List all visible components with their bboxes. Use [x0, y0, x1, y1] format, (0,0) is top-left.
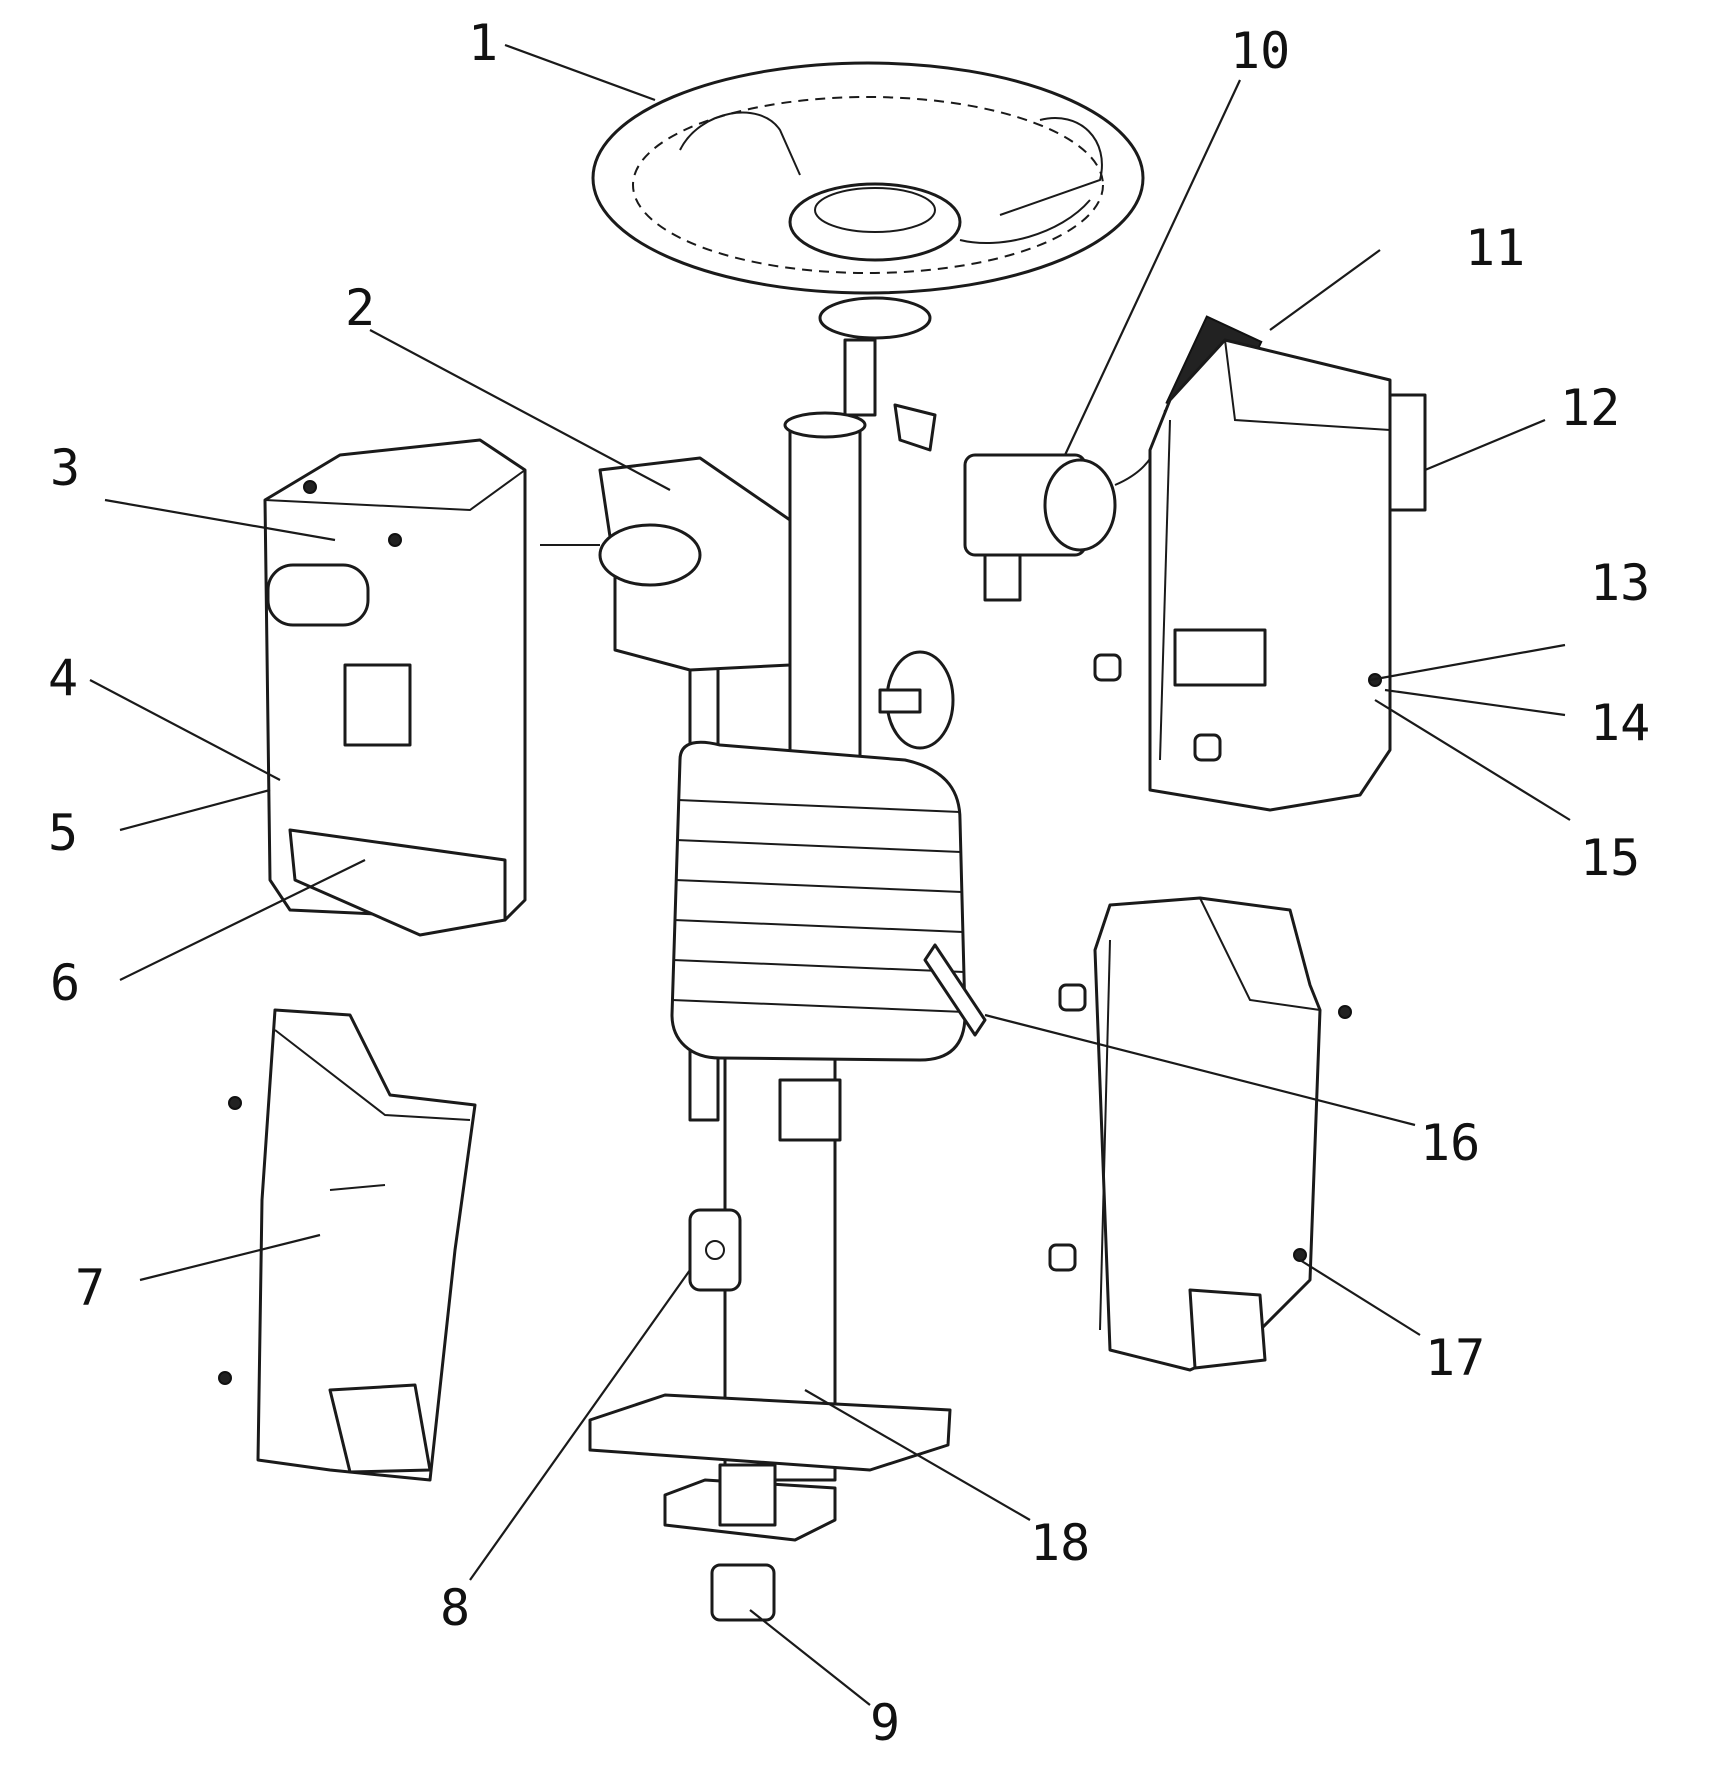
hub-disc	[878, 650, 955, 750]
callout-7: 7	[75, 1259, 105, 1317]
callout-1: 1	[468, 14, 498, 72]
callout-3: 3	[50, 439, 80, 497]
steering-wheel	[591, 61, 1145, 417]
callout-17: 17	[1425, 1329, 1485, 1387]
callout-4: 4	[48, 649, 78, 707]
callout-2: 2	[345, 279, 375, 337]
callout-6: 6	[50, 954, 80, 1012]
bellows-boot	[670, 740, 987, 1062]
callout-5: 5	[48, 804, 78, 862]
base-plate	[588, 1393, 952, 1542]
lower-cover-right	[1048, 896, 1352, 1372]
callout-18: 18	[1030, 1514, 1090, 1572]
callout-10: 10	[1230, 22, 1290, 80]
callout-11: 11	[1465, 219, 1525, 277]
callout-12: 12	[1560, 379, 1620, 437]
callout-15: 15	[1580, 829, 1640, 887]
cover-2	[540, 456, 792, 672]
bracket-8	[688, 1208, 742, 1292]
callout-14: 14	[1590, 694, 1650, 752]
callout-8: 8	[440, 1579, 470, 1637]
callouts: 1 2 3 4 5 6 7 8 9 10 11 12 13 14 15 16 1…	[48, 14, 1650, 1752]
upper-cover-left	[263, 438, 527, 937]
callout-16: 16	[1420, 1114, 1480, 1172]
callout-13: 13	[1590, 554, 1650, 612]
lower-cover-left	[218, 1008, 477, 1482]
coupling-9	[710, 1563, 776, 1622]
leader-lines	[89, 43, 1571, 1706]
callout-9: 9	[870, 1694, 900, 1752]
upper-cover-right	[1093, 338, 1427, 812]
